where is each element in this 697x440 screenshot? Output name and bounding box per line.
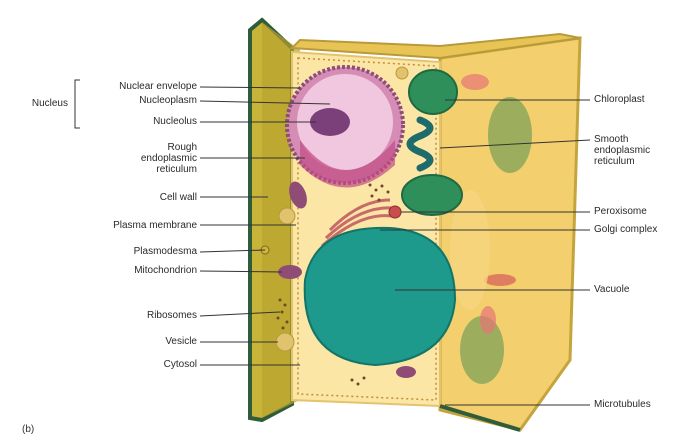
label-smooth-er-line2: endoplasmic — [594, 145, 694, 156]
label-vesicle: Vesicle — [60, 336, 197, 347]
vesicle-3 — [396, 67, 408, 79]
label-rough-er-line1: Rough — [82, 142, 197, 153]
label-cytosol: Cytosol — [60, 359, 197, 370]
right-face-organelle — [480, 306, 496, 334]
label-microtubules: Microtubules — [594, 399, 694, 410]
label-smooth-er-line1: Smooth — [594, 134, 694, 145]
label-peroxisome: Peroxisome — [594, 206, 694, 217]
label-plasmodesma: Plasmodesma — [60, 246, 197, 257]
label-nuclear-envelope: Nuclear envelope — [82, 81, 197, 92]
label-vacuole: Vacuole — [594, 284, 694, 295]
right-face-chloroplast-1 — [488, 97, 532, 173]
label-nucleolus: Nucleolus — [82, 116, 197, 127]
panel-letter: (b) — [22, 424, 34, 435]
vacuole — [305, 228, 455, 365]
label-smooth-er-line3: reticulum — [594, 156, 694, 167]
label-rough-er-line2: endoplasmic — [82, 153, 197, 164]
peroxisome — [389, 206, 401, 218]
label-golgi-complex: Golgi complex — [594, 224, 694, 235]
vesicle-1 — [279, 208, 295, 224]
label-rough-er: Rough endoplasmic reticulum — [82, 142, 197, 175]
label-plasma-membrane: Plasma membrane — [60, 220, 197, 231]
label-cell-wall: Cell wall — [82, 192, 197, 203]
right-face-golgi-bit — [484, 274, 516, 286]
label-smooth-er: Smooth endoplasmic reticulum — [594, 134, 694, 167]
right-face-organelle-2 — [461, 74, 489, 90]
label-chloroplast: Chloroplast — [594, 94, 694, 105]
label-rough-er-line3: reticulum — [82, 164, 197, 175]
chloroplast-mid — [402, 175, 462, 215]
vesicle-2 — [276, 333, 294, 351]
chloroplast-top — [409, 70, 457, 114]
label-nucleus-group: Nucleus — [20, 98, 68, 109]
mitochondrion-3 — [396, 366, 416, 378]
label-mitochondrion: Mitochondrion — [60, 265, 197, 276]
nucleus-bracket — [75, 80, 80, 128]
label-ribosomes: Ribosomes — [60, 310, 197, 321]
label-nucleoplasm: Nucleoplasm — [82, 95, 197, 106]
